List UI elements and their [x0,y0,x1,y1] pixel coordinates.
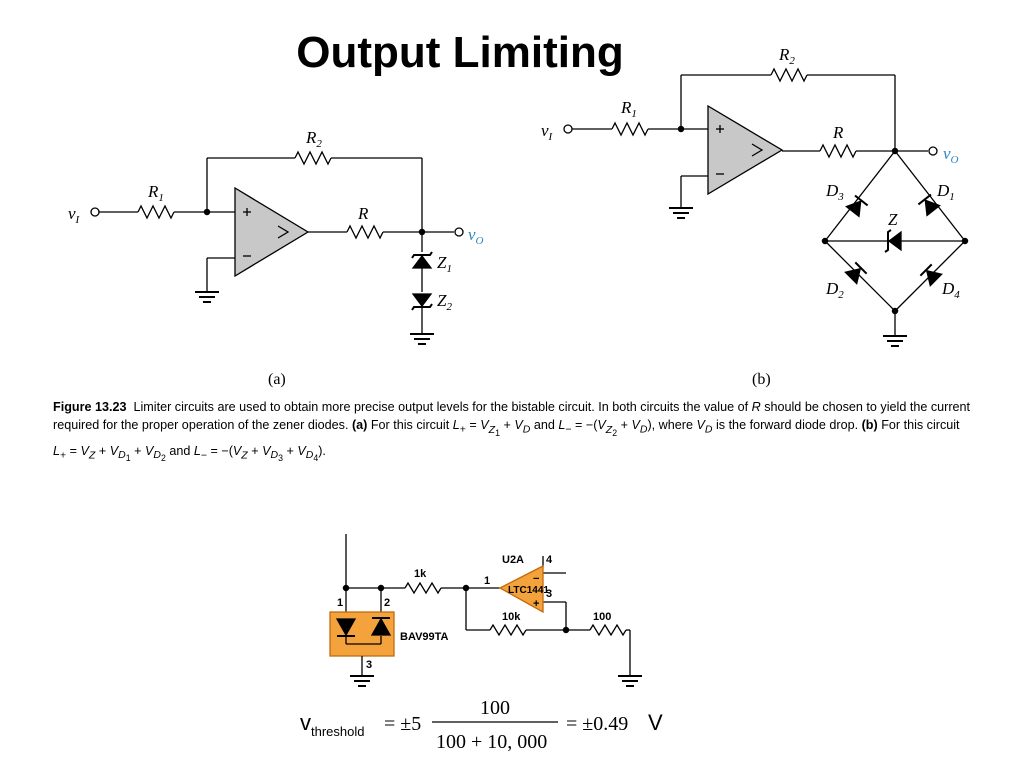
output-terminal-a [454,227,464,237]
circuit-a [90,150,464,345]
r-label-a: R [357,204,369,223]
ground-icon [883,335,907,347]
threshold-formula: vthreshold = ±5 100 100 + 10, 000 = ±0.4… [300,697,663,753]
formula-denominator: 100 + 10, 000 [436,731,547,753]
label-10k: 10k [502,611,521,623]
pin-1-label: 1 [484,575,490,587]
ground-icon [410,333,434,345]
resistor-r2-a [294,150,332,166]
r2-label-b: R2 [778,45,795,67]
diode-d3-icon [845,194,869,218]
r-label-b: R [832,123,844,142]
formula-eq2: = ±0.49 [566,713,628,735]
diode-d2-icon [844,261,868,285]
resistor-r-a [346,224,384,240]
minus-sign: − [533,573,539,585]
r2-label-a: R2 [305,128,322,150]
schematic-c [329,534,642,687]
resistor-r-b [819,143,857,159]
input-label-a: vI [68,204,81,226]
circuit-b-caption: (b) [752,371,771,388]
ground-icon [350,675,374,687]
r1-label-a: R1 [147,182,164,204]
label-bav99ta: BAV99TA [400,631,449,643]
circuit-b [563,67,969,347]
comparator-chip [498,564,544,614]
label-1k: 1k [414,568,427,580]
d4-label: D4 [941,279,960,301]
resistor-r1-b [611,121,649,137]
input-terminal-b [563,124,573,134]
figure-caption: Figure 13.23 Limiter circuits are used t… [53,400,971,464]
diode-pin-1: 1 [337,597,343,609]
zener-z1-icon [411,251,433,269]
pin-4-label: 4 [546,554,553,566]
plus-sign: + [533,598,539,610]
diode-d4-icon [919,263,943,287]
z2-label: Z2 [437,291,452,313]
output-terminal-b [928,146,938,156]
slide-title: Output Limiting [296,28,624,77]
zener-z-icon [884,229,902,253]
formula-eq1: = ±5 [384,713,421,735]
dual-diode-icon [335,617,392,645]
d1-label: D1 [936,181,955,203]
label-100: 100 [593,611,611,623]
resistor-10k [489,623,527,637]
formula-lhs: vthreshold [300,710,364,739]
d2-label: D2 [825,279,844,301]
diode-d1-icon [917,193,941,217]
pin-3-label: 3 [546,588,552,600]
formula-unit: V [648,710,663,735]
label-u2a: U2A [502,554,524,566]
opamp-a [234,186,310,278]
label-ltc1441: LTC1441 [508,585,549,596]
circuit-a-caption: (a) [268,371,286,388]
resistor-100 [589,623,627,637]
ground-icon [618,675,642,687]
output-label-a: vO [468,225,484,247]
diode-pin-2: 2 [384,597,390,609]
ground-icon [195,291,219,303]
r1-label-b: R1 [620,98,637,120]
figure-label: Figure 13.23 [53,400,127,414]
diode-pin-3: 3 [366,659,372,671]
resistor-r1-a [137,204,175,220]
d3-label: D3 [825,181,844,203]
input-terminal-a [90,207,100,217]
opamp-b [707,104,784,196]
input-label-b: vI [541,121,554,143]
ground-icon [669,207,693,219]
output-label-b: vO [943,144,959,166]
z1-label: Z1 [437,253,452,275]
formula-numerator: 100 [480,697,510,719]
resistor-r2-b [770,67,808,83]
resistor-1k [404,581,442,595]
z-label: Z [888,210,898,229]
